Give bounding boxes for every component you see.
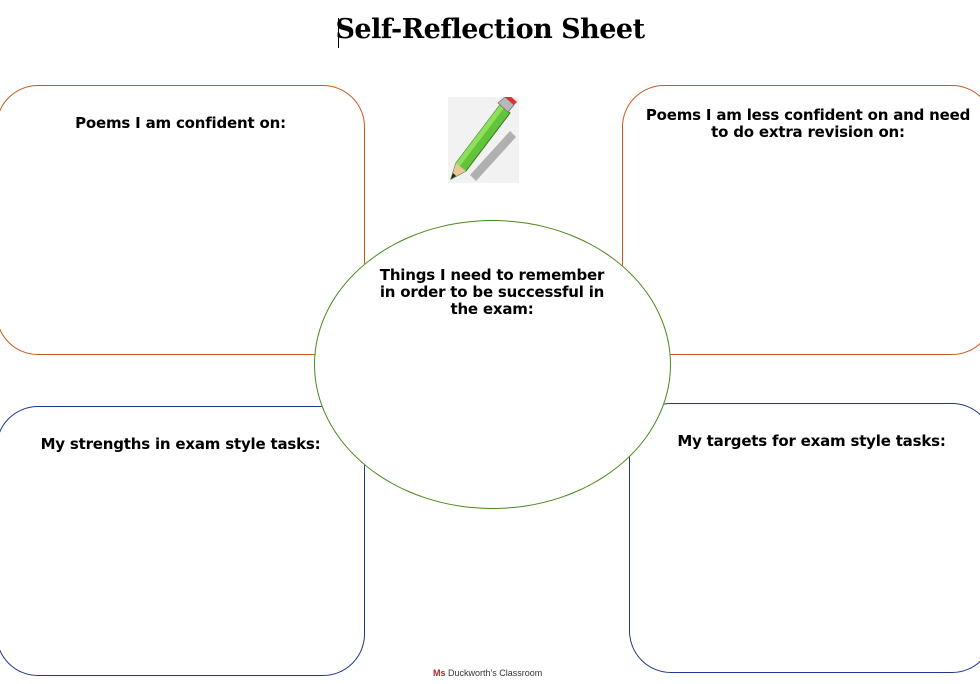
targets-label: My targets for exam style tasks: [677, 432, 946, 450]
footer-mark: Ms [433, 668, 446, 678]
pencil-icon [448, 94, 519, 183]
less-confident-poems-label: Poems I am less confident on and need to… [645, 106, 971, 141]
remember-oval[interactable] [314, 220, 671, 509]
remember-label: Things I need to remember in order to be… [379, 266, 605, 318]
footer-text: Duckworth's Classroom [448, 668, 543, 678]
targets-box[interactable]: My targets for exam style tasks: [629, 403, 980, 673]
text-cursor [338, 18, 339, 48]
confident-poems-label: Poems I am confident on: [75, 114, 286, 132]
less-confident-poems-box[interactable]: Poems I am less confident on and need to… [622, 85, 980, 355]
strengths-label: My strengths in exam style tasks: [40, 435, 321, 453]
page-title: Self-Reflection Sheet [335, 14, 645, 45]
footer-credit: Ms Duckworth's Classroom [433, 668, 542, 678]
confident-poems-box[interactable]: Poems I am confident on: [0, 85, 365, 355]
strengths-box[interactable]: My strengths in exam style tasks: [0, 406, 365, 676]
